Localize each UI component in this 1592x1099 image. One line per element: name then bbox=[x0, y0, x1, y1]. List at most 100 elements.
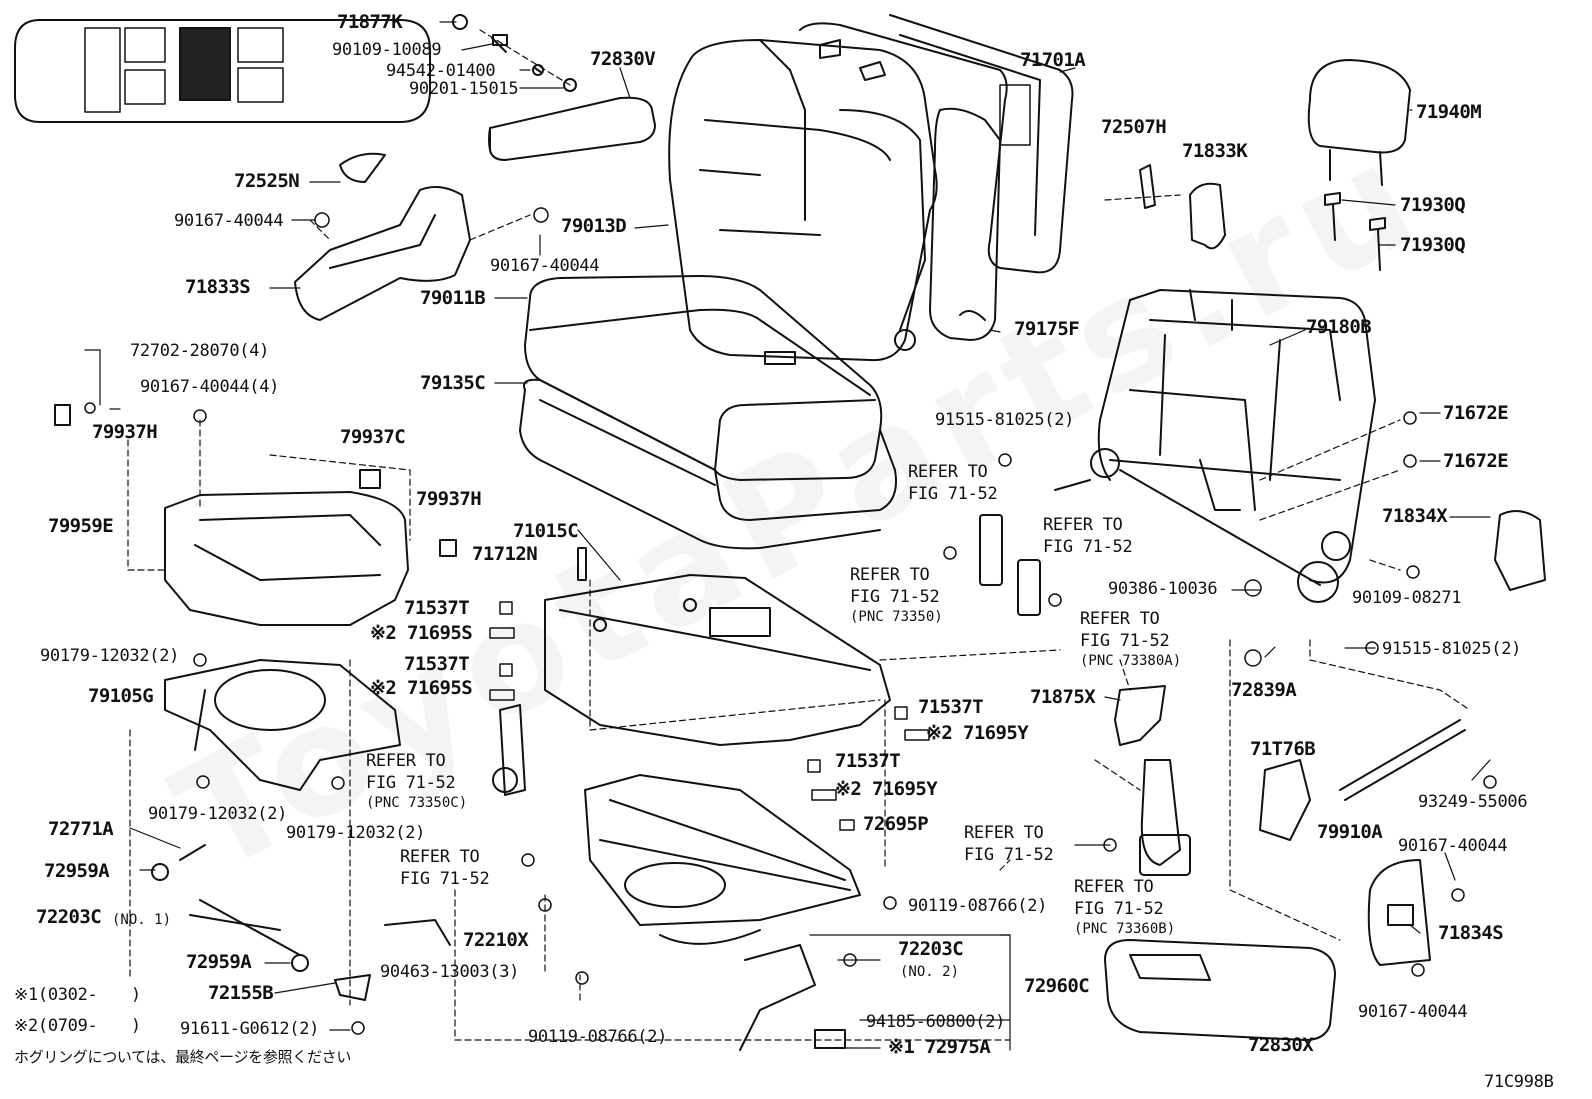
part-label-72203c-no2: 72203C bbox=[898, 938, 964, 960]
part-label-71695s: ※2 71695S bbox=[370, 622, 473, 644]
part-label-90179-12032-b: 90179-12032(2) bbox=[148, 804, 288, 824]
part-label-72203c-no1-note: (NO. 1) bbox=[112, 912, 172, 928]
part-label-90201-15015: 90201-15015 bbox=[409, 79, 519, 99]
part-label-72155b: 72155B bbox=[208, 982, 274, 1004]
footnote-1: ※1(0302- ) bbox=[14, 985, 141, 1005]
refer-to-label-4: REFER TO bbox=[1080, 609, 1160, 629]
lower-left-hardware bbox=[151, 844, 846, 1051]
part-label-71695y-b: ※2 71695Y bbox=[835, 778, 938, 800]
refer-to-label-2: REFER TO bbox=[1043, 515, 1123, 535]
part-label-71672e: 71672E bbox=[1443, 402, 1509, 424]
frame-bracket-79105g bbox=[164, 659, 401, 791]
part-label-90179-12032-c: 90179-12032(2) bbox=[286, 823, 426, 843]
refer-pnc-label-4: (PNC 73380A) bbox=[1080, 653, 1182, 669]
part-label-79937h: 79937H bbox=[92, 421, 158, 443]
back-board-79175f bbox=[929, 107, 1001, 341]
headrest-71940m bbox=[1307, 59, 1411, 271]
refer-pnc-label-5: (PNC 73350C) bbox=[366, 795, 468, 811]
refer-fig-label-5: FIG 71-52 bbox=[366, 773, 456, 793]
part-label-71t76b: 71T76B bbox=[1250, 738, 1316, 760]
part-label-90167-40044-b: 90167-40044 bbox=[490, 256, 600, 276]
vehicle-layout-thumbnail bbox=[14, 19, 431, 123]
refer-fig-label-3: FIG 71-52 bbox=[850, 587, 940, 607]
part-label-71695y: ※2 71695Y bbox=[926, 722, 1029, 744]
refer-to-label: REFER TO bbox=[908, 462, 988, 482]
part-label-90179-12032: 90179-12032(2) bbox=[40, 646, 180, 666]
cable-79910a bbox=[1339, 719, 1466, 801]
part-label-71833k: 71833K bbox=[1182, 140, 1248, 162]
refer-to-label-6: REFER TO bbox=[400, 847, 480, 867]
part-label-72959a: 72959A bbox=[44, 860, 110, 882]
part-label-71695s-b: ※2 71695S bbox=[370, 677, 473, 699]
part-label-71833s: 71833S bbox=[185, 276, 251, 298]
part-label-71877k: 71877K bbox=[337, 11, 403, 33]
part-label-90463-13003: 90463-13003(3) bbox=[380, 962, 520, 982]
part-label-72507h: 72507H bbox=[1101, 116, 1167, 138]
ottoman-72830x bbox=[1104, 939, 1336, 1041]
part-label-72203c-no2-note: (NO. 2) bbox=[900, 964, 960, 980]
part-label-94185-60800: 94185-60800(2) bbox=[866, 1012, 1006, 1032]
solid-leader-lines bbox=[84, 21, 1491, 1051]
side-cover-71833s bbox=[294, 152, 471, 321]
part-label-71537t-b: 71537T bbox=[404, 653, 470, 675]
refer-to-label-8: REFER TO bbox=[1074, 877, 1154, 897]
part-label-71537t-d: 71537T bbox=[835, 750, 901, 772]
armrest-72830v bbox=[488, 64, 656, 161]
part-label-72975a: ※1 72975A bbox=[888, 1036, 991, 1058]
seat-belts bbox=[492, 514, 1311, 876]
part-label-79959e: 79959E bbox=[48, 515, 114, 537]
seat-cushion-pad-79135c bbox=[519, 378, 897, 550]
part-label-72702-28070: 72702-28070(4) bbox=[130, 341, 270, 361]
refer-pnc-label-8: (PNC 73360B) bbox=[1074, 921, 1176, 937]
part-label-91611-g0612: 91611-G0612(2) bbox=[180, 1019, 320, 1039]
part-label-79937h-b: 79937H bbox=[416, 488, 482, 510]
part-label-79175f: 79175F bbox=[1014, 318, 1080, 340]
part-label-72830x: 72830X bbox=[1248, 1034, 1314, 1056]
diagram-code: 71C998B bbox=[1484, 1072, 1554, 1092]
part-label-72210x: 72210X bbox=[463, 929, 529, 951]
part-label-72771a: 72771A bbox=[48, 818, 114, 840]
hinge-covers-right bbox=[1139, 164, 1546, 966]
fasteners bbox=[84, 207, 1497, 1035]
part-label-79180b: 79180B bbox=[1306, 316, 1372, 338]
part-label-71537t-c: 71537T bbox=[918, 696, 984, 718]
part-label-79910a: 79910A bbox=[1317, 821, 1383, 843]
part-label-71834x: 71834X bbox=[1382, 505, 1448, 527]
seat-track-base bbox=[584, 774, 861, 945]
part-label-94542-01400: 94542-01400 bbox=[386, 61, 496, 81]
part-label-71930q: 71930Q bbox=[1400, 194, 1466, 216]
part-label-72203c-no1: 72203C bbox=[36, 906, 102, 928]
footnote-2: ※2(0709- ) bbox=[14, 1016, 141, 1036]
part-label-90167-40044-4: 90167-40044(4) bbox=[140, 377, 280, 397]
refer-fig-label-2: FIG 71-52 bbox=[1043, 537, 1133, 557]
part-label-71712n: 71712N bbox=[472, 543, 538, 565]
part-label-71875x: 71875X bbox=[1030, 686, 1096, 708]
refer-fig-label: FIG 71-52 bbox=[908, 484, 998, 504]
part-label-90386-10036: 90386-10036 bbox=[1108, 579, 1218, 599]
part-label-93249-55006: 93249-55006 bbox=[1418, 792, 1528, 812]
part-label-71940m: 71940M bbox=[1416, 101, 1482, 123]
refer-fig-label-6: FIG 71-52 bbox=[400, 869, 490, 889]
part-label-79135c: 79135C bbox=[420, 372, 486, 394]
refer-fig-label-8: FIG 71-52 bbox=[1074, 899, 1164, 919]
part-label-71537t: 71537T bbox=[404, 597, 470, 619]
part-label-72959a-b: 72959A bbox=[186, 951, 252, 973]
part-label-91515-81025: 91515-81025(2) bbox=[935, 410, 1075, 430]
part-label-90119-08766-b: 90119-08766(2) bbox=[528, 1027, 668, 1047]
part-label-79013d: 79013D bbox=[561, 215, 627, 237]
part-label-71930q-b: 71930Q bbox=[1400, 234, 1466, 256]
part-label-72960c: 72960C bbox=[1024, 975, 1090, 997]
refer-fig-label-7: FIG 71-52 bbox=[964, 845, 1054, 865]
part-label-90109-10089: 90109-10089 bbox=[332, 40, 442, 60]
refer-to-label-3: REFER TO bbox=[850, 565, 930, 585]
footnote-japanese: ホグリングについては、最終ページを参照ください bbox=[14, 1048, 352, 1066]
part-label-71701a: 71701A bbox=[1020, 49, 1086, 71]
seat-cushion-79011b bbox=[524, 275, 883, 481]
seat-base-box-79959e bbox=[54, 404, 457, 626]
refer-to-label-5: REFER TO bbox=[366, 751, 446, 771]
part-label-72695p: 72695P bbox=[863, 813, 929, 835]
part-label-79011b: 79011B bbox=[420, 287, 486, 309]
seatback-frame-79180b bbox=[1054, 289, 1376, 603]
